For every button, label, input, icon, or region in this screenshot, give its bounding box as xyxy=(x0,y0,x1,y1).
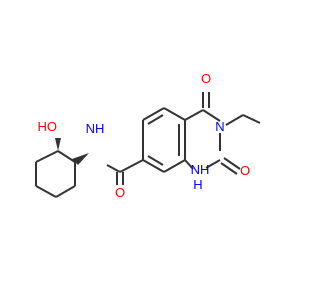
bond-c2-n1 xyxy=(205,159,221,169)
atom-nh-amide: NH xyxy=(86,121,105,136)
bond-c4-n3 xyxy=(202,109,221,122)
bond-c2-o xyxy=(223,157,241,170)
bond-cy1-cy2 xyxy=(57,150,76,163)
atom-oh: HO xyxy=(38,119,58,134)
bond-c4-c4a xyxy=(184,109,204,121)
bond-c5-c6 xyxy=(142,107,165,121)
bond-c7-carbonyl xyxy=(119,159,144,173)
wedge-bond-n-cyclohexyl xyxy=(72,153,89,165)
bond-c5-c6-inner xyxy=(147,114,164,125)
atom-label-layer: O N O NH H NH O HO xyxy=(38,71,251,200)
atom-o-amide: O xyxy=(115,185,125,200)
bond-layer xyxy=(35,88,261,198)
atom-o-carbonyl-bottom: O xyxy=(240,163,250,178)
bond-n1-c8a xyxy=(184,159,194,170)
atom-o-carbonyl-top: O xyxy=(201,71,211,86)
bond-c4a-c5 xyxy=(163,107,186,121)
bond-c8-c8a xyxy=(163,159,186,173)
atom-n-ethyl: N xyxy=(215,119,224,134)
bond-c7-c8 xyxy=(142,159,165,173)
bond-c2-o-double xyxy=(220,162,238,175)
bond-cy2-cy3 xyxy=(35,150,59,163)
atom-h-ring: H xyxy=(193,177,202,192)
wedge-bond-cy2-oh xyxy=(55,138,61,151)
bond-n3-ethyl xyxy=(225,114,244,126)
bond-cy5-cy6 xyxy=(55,185,76,198)
molecule-structure: O N O NH H NH O HO xyxy=(35,71,261,200)
bond-ethyl-ch3 xyxy=(242,114,261,124)
bond-c7-c8-inner xyxy=(147,155,164,166)
bond-cy4-cy5 xyxy=(35,185,57,198)
atom-nh-ring: NH xyxy=(191,162,210,177)
bond-carbonyl-n xyxy=(106,164,121,173)
